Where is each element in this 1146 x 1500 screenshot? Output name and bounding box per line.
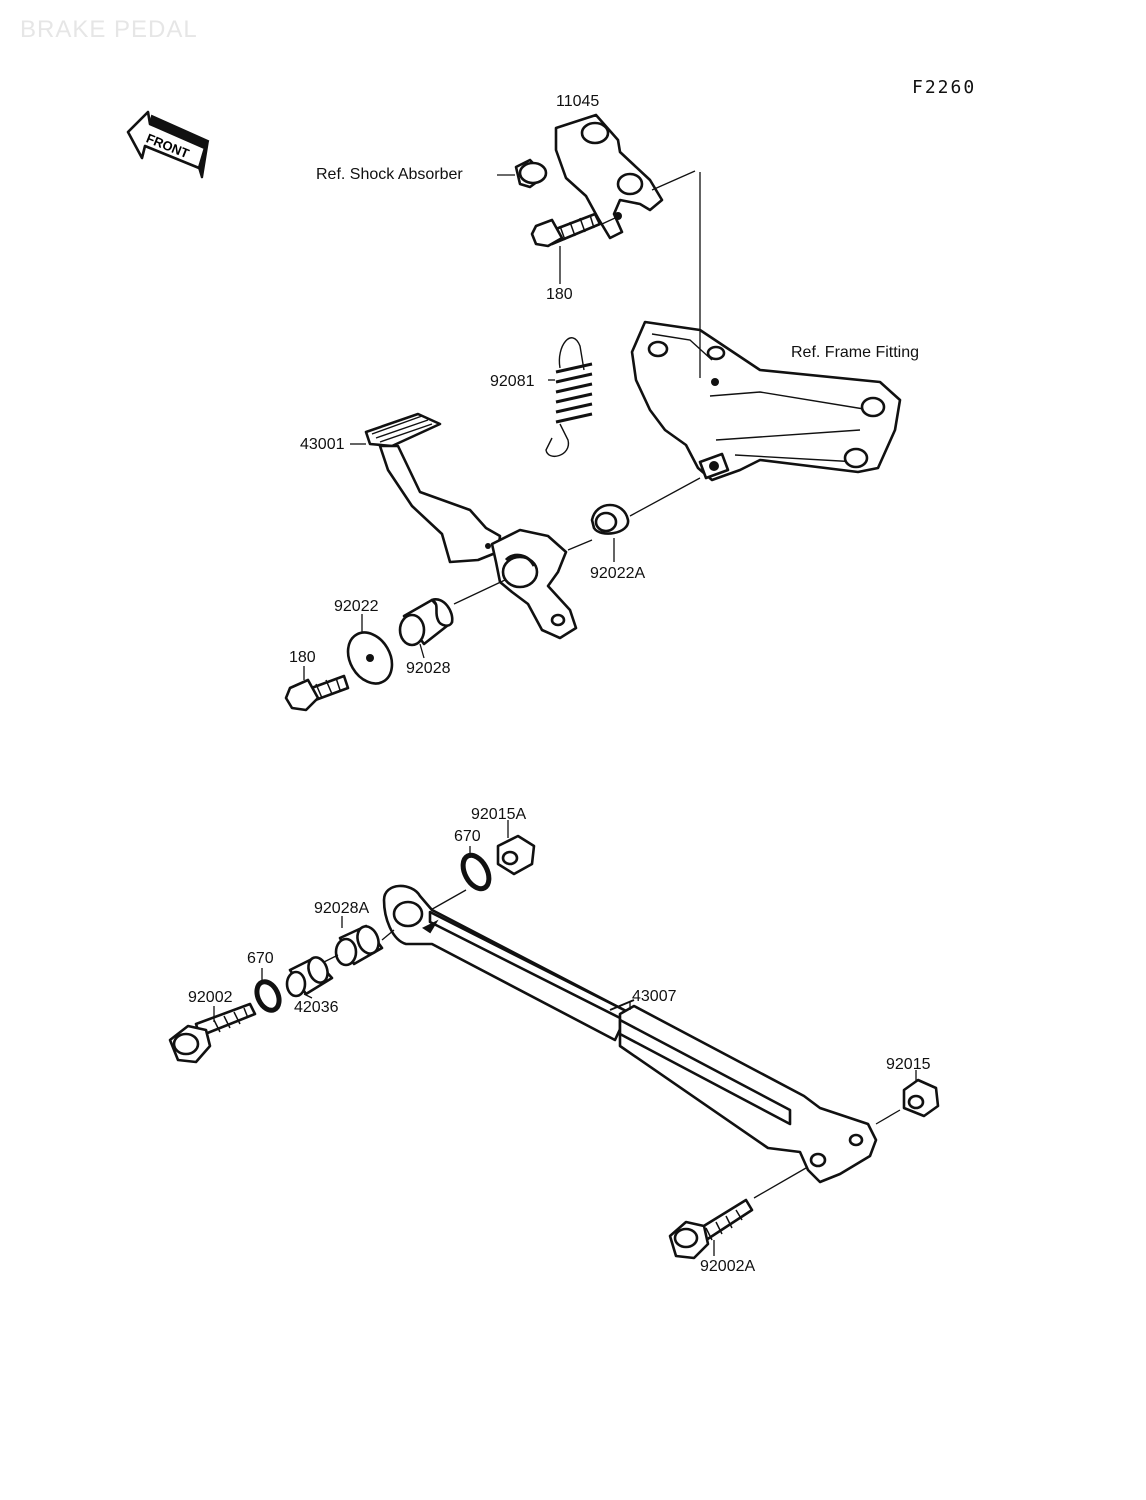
- washer-92022A: [590, 503, 630, 562]
- diagram-code: F2260: [912, 77, 977, 98]
- brake-pedal-43001: [350, 412, 578, 640]
- oring-670-top: [460, 846, 492, 892]
- nut-92015A: [496, 820, 536, 876]
- label-92081: 92081: [490, 373, 535, 390]
- label-670-left: 670: [247, 950, 274, 967]
- label-670-top: 670: [454, 828, 481, 845]
- shock-absorber-bushing: [497, 158, 548, 189]
- label-92015A: 92015A: [471, 806, 527, 823]
- label-92028: 92028: [406, 660, 451, 677]
- oring-670-left: [254, 968, 282, 1013]
- label-180-left: 180: [289, 649, 316, 666]
- label-42036: 42036: [294, 999, 339, 1016]
- bolt-180-left: [284, 666, 350, 712]
- collar-42036: [285, 956, 334, 999]
- label-11045: 11045: [556, 93, 600, 110]
- spring-92081: [545, 337, 593, 458]
- bolt-92002A: [668, 1167, 807, 1260]
- label-180-top: 180: [546, 286, 573, 303]
- label-frame-fitting-ref: Ref. Frame Fitting: [791, 344, 920, 361]
- label-43007: 43007: [632, 988, 677, 1005]
- label-92022A: 92022A: [590, 565, 646, 582]
- watermark-title: BRAKE PEDAL: [20, 16, 198, 43]
- label-92022: 92022: [334, 598, 379, 615]
- nut-92015: [875, 1070, 940, 1125]
- washer-92022: [346, 614, 394, 685]
- label-92002A: 92002A: [700, 1258, 756, 1275]
- frame-fitting: [630, 172, 902, 482]
- label-43001: 43001: [300, 436, 345, 453]
- label-92002: 92002: [188, 989, 233, 1006]
- bolt-180-top: [530, 212, 616, 284]
- label-92015: 92015: [886, 1056, 931, 1073]
- label-shock-absorber-ref: Ref. Shock Absorber: [316, 166, 463, 183]
- collar-92028A: [334, 916, 395, 967]
- front-arrow-icon: FRONT: [126, 110, 210, 179]
- collar-92028: [398, 598, 454, 659]
- bolt-92002: [168, 1002, 257, 1064]
- brake-rod-43007: [382, 884, 878, 1184]
- label-92028A: 92028A: [314, 900, 370, 917]
- bracket-11045: [554, 113, 664, 240]
